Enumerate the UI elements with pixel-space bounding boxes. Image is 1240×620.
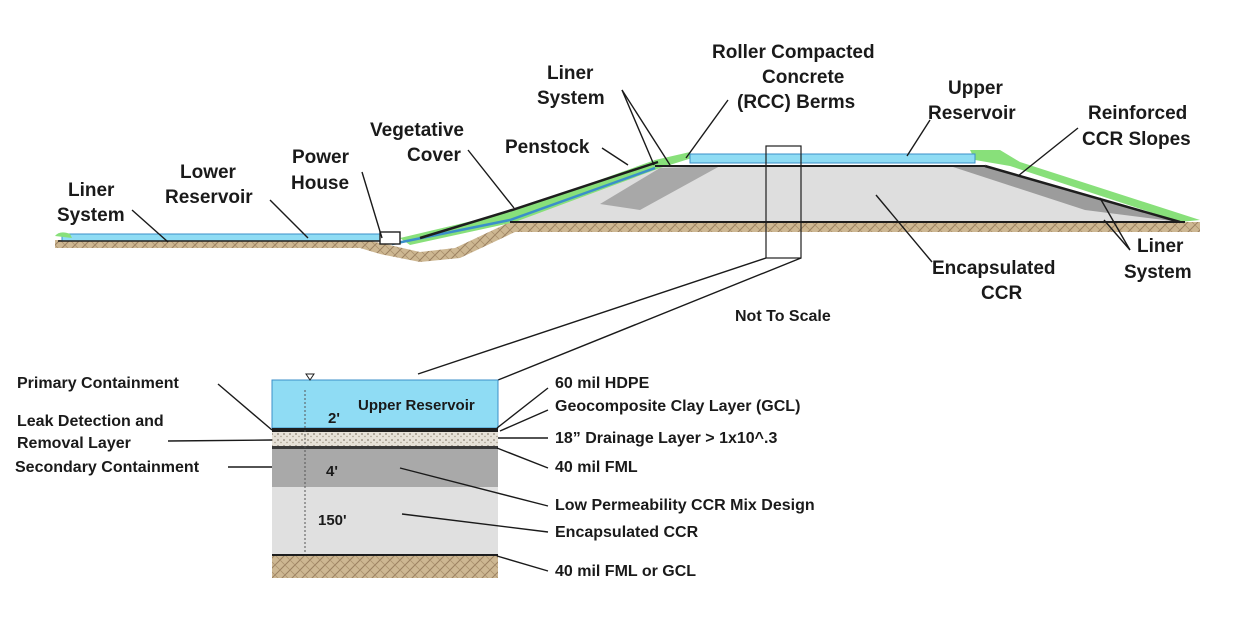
bottom-liner-label: 40 mil FML or GCL: [555, 563, 696, 580]
detail-fml-line: [272, 446, 498, 449]
detail-water-layer: [271, 379, 499, 429]
detail-connector-right: [497, 257, 802, 381]
leader-penstock: [601, 147, 629, 166]
detail-water-level-mark: [305, 373, 315, 381]
leader-liner-right-b: [1103, 219, 1131, 251]
fml-label: 40 mil FML: [555, 459, 638, 476]
dim-water-depth: 2': [328, 410, 340, 427]
leader-liner-right-a: [1099, 197, 1131, 251]
leader-rcc-berms: [685, 99, 729, 159]
vegetative-cover-label: Vegetative Cover: [370, 120, 469, 166]
leader-gcl: [499, 409, 549, 432]
liner-system-left-label: Liner System: [57, 180, 125, 226]
rcc-berm-left: [600, 166, 720, 210]
detail-hdpe-liner: [272, 428, 498, 432]
leader-upper-reservoir: [906, 119, 931, 157]
penstock-label: Penstock: [505, 137, 590, 158]
leader-liner-left: [131, 209, 169, 243]
liner-system-right-label: Liner System: [1124, 236, 1192, 283]
drainage-label: 18” Drainage Layer > 1x10^.3: [555, 430, 777, 447]
dim-low-perm: 4': [326, 463, 338, 480]
leader-bottom-liner: [496, 555, 549, 572]
liner-system-top-label: Liner System: [537, 63, 605, 109]
detail-encapsulated-ccr-layer: [272, 487, 498, 554]
secondary-containment-label: Secondary Containment: [15, 459, 200, 476]
power-house: [379, 231, 401, 245]
primary-containment-label: Primary Containment: [17, 375, 179, 392]
detail-window: [765, 145, 802, 259]
encapsulated-ccr-detail-label: Encapsulated CCR: [555, 524, 699, 541]
leader-power-house: [361, 171, 383, 239]
leader-vegetative-cover: [467, 149, 515, 209]
reinforced-slopes-label: Reinforced CCR Slopes: [1082, 103, 1193, 150]
low-perm-label: Low Permeability CCR Mix Design: [555, 497, 815, 514]
gcl-label: Geocomposite Clay Layer (GCL): [555, 398, 800, 415]
leader-reinforced-slopes: [1017, 127, 1079, 177]
dim-ccr: 150': [318, 512, 347, 529]
reinforced-ccr-slopes: [950, 166, 1180, 222]
detail-low-perm-layer: [272, 449, 498, 487]
left-slope-liner: [419, 160, 659, 240]
leader-leak-detection: [167, 439, 273, 442]
leader-fml: [496, 447, 549, 469]
upper-reservoir-label: Upper Reservoir: [928, 78, 1016, 124]
lower-reservoir-label: Lower Reservoir: [165, 162, 253, 208]
lower-reservoir-water: [61, 233, 383, 242]
encapsulated-ccr-label: Encapsulated CCR: [932, 258, 1061, 304]
liner-detail-section: 2' 4' 150' Upper Reservoir Primary Conta…: [15, 373, 815, 580]
leader-lower-reservoir: [269, 199, 309, 239]
detail-upper-reservoir-label: Upper Reservoir: [358, 397, 475, 414]
power-house-label: Power House: [291, 147, 354, 194]
right-slope-liner: [984, 164, 1181, 224]
upper-reservoir-water: [689, 153, 976, 164]
rcc-berms-label: Roller Compacted Concrete (RCC) Berms: [712, 42, 880, 113]
profile-section: Liner System Lower Reservoir Power House…: [55, 42, 1200, 381]
leader-encap-detail: [401, 513, 549, 533]
detail-connector-left: [417, 257, 767, 375]
leak-detection-label: Leak Detection and Removal Layer: [17, 413, 168, 452]
vegetation-left: [55, 232, 72, 238]
leader-low-perm: [399, 467, 549, 507]
leader-primary-containment: [217, 383, 273, 431]
leader-hdpe: [496, 387, 549, 429]
leader-encapsulated-ccr: [875, 194, 933, 263]
leader-liner-top-a: [621, 89, 655, 166]
detail-bottom-liner: [272, 554, 498, 556]
penstock-pipe: [391, 166, 656, 246]
detail-subgrade-soil: [272, 556, 498, 578]
hdpe-label: 60 mil HDPE: [555, 375, 650, 392]
ground-soil: [55, 222, 1200, 262]
leader-liner-top-b: [621, 89, 671, 166]
not-to-scale-label: Not To Scale: [735, 308, 831, 325]
detail-drainage-layer: [272, 432, 498, 446]
